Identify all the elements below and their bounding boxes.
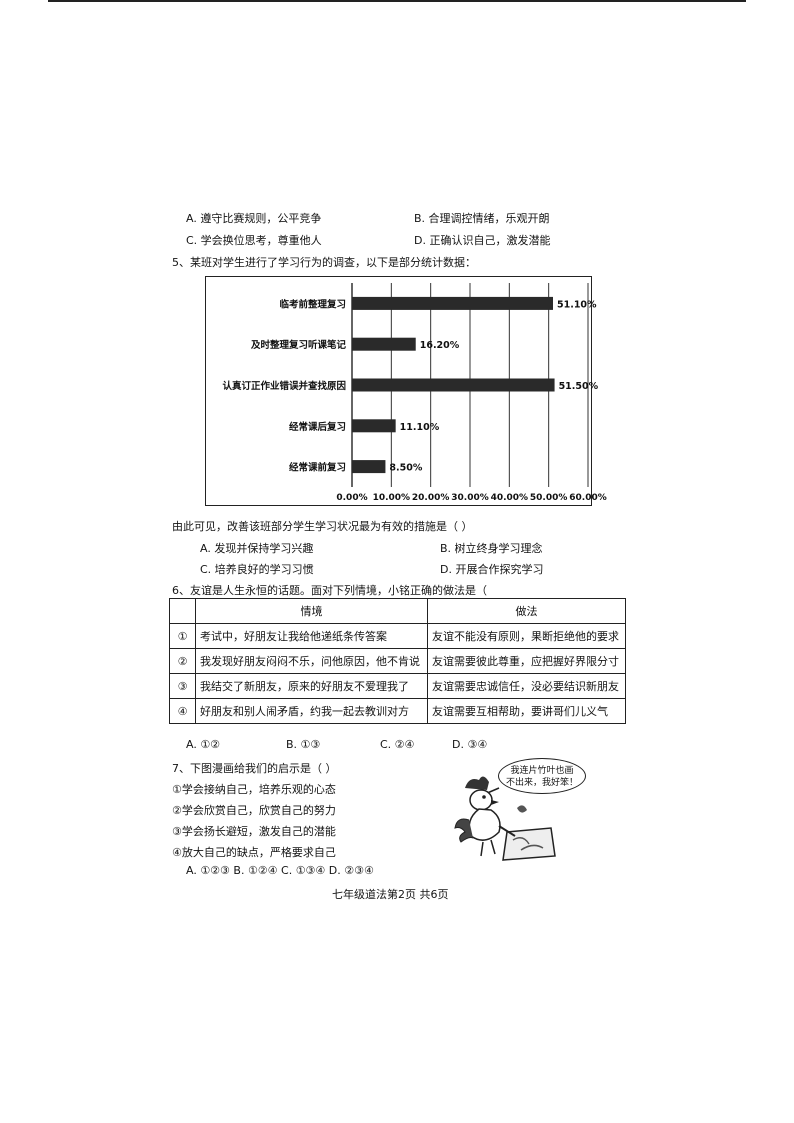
page-footer: 七年级道法第2页 共6页 (332, 888, 449, 901)
bar-chart: 0.00% 10.00%20.00%30.00%40.00%50.00%60.00… (205, 276, 607, 506)
data-label: 51.10% (557, 299, 597, 310)
q4-option-b: B. 合理调控情绪，乐观开朗 (414, 212, 550, 225)
x-tick-label: 0.00% (336, 493, 367, 503)
data-label: 51.50% (559, 381, 599, 392)
q7-item-1: ①学会接纳自己，培养乐观的心态 (172, 783, 336, 796)
q4-option-d: D. 正确认识自己，激发潜能 (414, 234, 551, 247)
data-label: 8.50% (389, 463, 422, 474)
category-label: 临考前整理复习 (279, 298, 346, 310)
x-tick-label: 40.00% (491, 493, 529, 503)
table-row: ② 我发现好朋友闷闷不乐，问他原因，他不肯说 友谊需要彼此尊重，应把握好界限分寸 (169, 648, 626, 674)
x-tick-label: 20.00% (412, 493, 450, 503)
data-label: 11.10% (400, 422, 440, 433)
q6-option-a: A. ①② (186, 738, 221, 751)
speech-bubble: 我连片竹叶也画 不出来，我好笨！ (498, 758, 586, 794)
data-label: 16.20% (420, 340, 460, 351)
situation-cell: 好朋友和别人闹矛盾，约我一起去教训对方 (195, 698, 428, 724)
q5-conclusion: 由此可见，改善该班部分学生学习状况最为有效的措施是（ ） (172, 520, 473, 533)
table-row: ④ 好朋友和别人闹矛盾，约我一起去教训对方 友谊需要互相帮助，要讲哥们儿义气 (169, 698, 626, 724)
bar (352, 337, 416, 351)
q6-option-b: B. ①③ (286, 738, 321, 751)
q5-option-b: B. 树立终身学习理念 (440, 542, 543, 555)
q5-stem: 5、某班对学生进行了学习行为的调查，以下是部分统计数据： (172, 256, 476, 269)
speech-bubble-line-1: 我连片竹叶也画 (510, 766, 574, 776)
q5-option-d: D. 开展合作探究学习 (440, 563, 544, 576)
situation-cell: 考试中，好朋友让我给他递纸条传答案 (195, 623, 428, 649)
q6-option-c: C. ②④ (380, 738, 415, 751)
rooster-cartoon-illustration (454, 776, 556, 861)
action-cell: 友谊需要忠诚信任，没必要结识新朋友 (427, 673, 626, 699)
q7-item-2: ②学会欣赏自己，欣赏自己的努力 (172, 804, 336, 817)
q7-stem: 7、下图漫画给我们的启示是（ ） (172, 762, 337, 775)
table-row: ① 考试中，好朋友让我给他递纸条传答案 友谊不能没有原则，果断拒绝他的要求 (169, 623, 626, 649)
speech-bubble-line-2: 不出来，我好笨！ (505, 778, 578, 788)
bar (352, 378, 555, 392)
row-number: ④ (169, 698, 196, 724)
q6-stem: 6、友谊是人生永恒的话题。面对下列情境，小铭正确的做法是（ (172, 584, 487, 597)
category-label: 认真订正作业错误并查找原因 (222, 380, 346, 392)
q7-options: A. ①②③ B. ①②④ C. ①③④ D. ②③④ (186, 864, 374, 877)
category-label: 经常课后复习 (289, 421, 346, 433)
category-label: 经常课前复习 (289, 462, 346, 474)
action-cell: 友谊需要互相帮助，要讲哥们儿义气 (427, 698, 626, 724)
table-row: ③ 我结交了新朋友，原来的好朋友不爱理我了 友谊需要忠诚信任，没必要结识新朋友 (169, 673, 626, 699)
top-border-line (48, 0, 746, 2)
bar (352, 460, 386, 474)
x-tick-label: 30.00% (451, 493, 489, 503)
q6-header-num (169, 598, 196, 624)
action-cell: 友谊不能没有原则，果断拒绝他的要求 (427, 623, 626, 649)
x-tick-label: 60.00% (569, 493, 607, 503)
bar-chart-svg: 0.00% 10.00%20.00%30.00%40.00%50.00%60.00… (222, 283, 607, 503)
row-number: ③ (169, 673, 196, 699)
situation-cell: 我发现好朋友闷闷不乐，问他原因，他不肯说 (195, 648, 428, 674)
q4-option-c: C. 学会换位思考，尊重他人 (186, 234, 322, 247)
q6-header-situation: 情境 (195, 598, 428, 624)
bar (352, 296, 553, 310)
q7-item-4: ④放大自己的缺点，严格要求自己 (172, 846, 336, 859)
row-number: ② (169, 648, 196, 674)
q6-option-d: D. ③④ (452, 738, 488, 751)
q4-option-a: A. 遵守比赛规则，公平竞争 (186, 212, 322, 225)
q5-option-a: A. 发现并保持学习兴趣 (200, 542, 314, 555)
situation-cell: 我结交了新朋友，原来的好朋友不爱理我了 (195, 673, 428, 699)
action-cell: 友谊需要彼此尊重，应把握好界限分寸 (427, 648, 626, 674)
q6-table-header-row: 情境 做法 (169, 598, 626, 624)
q5-option-c: C. 培养良好的学习习惯 (200, 563, 314, 576)
q7-item-3: ③学会扬长避短，激发自己的潜能 (172, 825, 336, 838)
q6-header-action: 做法 (427, 598, 626, 624)
row-number: ① (169, 623, 196, 649)
q6-table: 情境 做法 ① 考试中，好朋友让我给他递纸条传答案 友谊不能没有原则，果断拒绝他… (169, 598, 626, 724)
bar (352, 419, 396, 433)
category-label: 及时整理复习听课笔记 (251, 339, 347, 351)
x-tick-label: 10.00% (373, 493, 411, 503)
x-tick-label: 50.00% (530, 493, 568, 503)
